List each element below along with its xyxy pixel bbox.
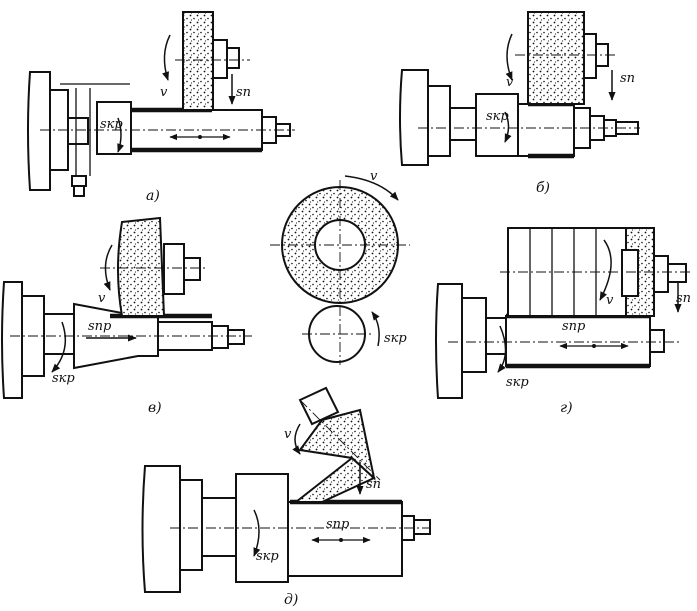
scheme-a-v-arrow xyxy=(162,34,171,81)
scheme-b-workpiece xyxy=(517,103,575,157)
scheme-v-chuck xyxy=(43,313,75,355)
scheme-v-skr-arrow xyxy=(51,321,67,373)
scheme-b-v-arrow xyxy=(505,33,513,81)
scheme-v-label-snr: sпр xyxy=(88,319,112,334)
scheme-g: v sп sпр sкр г) xyxy=(435,227,691,416)
caption-a: а) xyxy=(146,188,160,204)
scheme-a-gear-lower xyxy=(71,175,87,187)
scheme-b-label-sn: sп xyxy=(620,71,635,86)
scheme-d-label-v: v xyxy=(284,427,292,442)
center-label-v: v xyxy=(370,169,378,184)
scheme-d-faceplate xyxy=(179,479,203,571)
scheme-d-label-sn: sп xyxy=(366,477,381,492)
caption-b: б) xyxy=(536,180,550,196)
scheme-b: v sп sкр б) xyxy=(399,11,640,196)
scheme-d-workpiece xyxy=(287,501,403,577)
scheme-b-faceplate xyxy=(427,85,451,157)
scheme-a-label-skr: sкр xyxy=(100,117,123,132)
scheme-b-headstock-wall xyxy=(399,69,429,166)
scheme-v-headstock-wall xyxy=(1,281,23,399)
scheme-b-grinding-wheel xyxy=(527,11,585,105)
scheme-v-grinding-wheel xyxy=(117,216,166,317)
scheme-a-headstock-wall xyxy=(27,71,51,191)
scheme-a-chuck xyxy=(96,101,132,155)
caption-g: г) xyxy=(560,400,573,416)
scheme-g-headstock-wall xyxy=(435,283,463,399)
scheme-v-v-arrow xyxy=(103,244,113,291)
scheme-g-label-skr: sкр xyxy=(506,375,529,390)
scheme-v-label-skr: sкр xyxy=(52,371,75,386)
scheme-d-label-skr: sкр xyxy=(256,549,279,564)
center-skr-arrow xyxy=(371,311,380,347)
scheme-v-label-v: v xyxy=(98,291,106,306)
scheme-v: v sпр sкр в) xyxy=(1,216,252,416)
scheme-g-skr-arrow xyxy=(497,325,507,373)
scheme-d-v-arrow xyxy=(292,423,301,455)
scheme-d-label-snr: sпр xyxy=(326,517,350,532)
scheme-a: v sп sкр а) xyxy=(27,11,295,204)
scheme-b-chuck xyxy=(475,93,519,157)
scheme-b-label-skr: sкр xyxy=(486,109,509,124)
scheme-a-spindle xyxy=(67,117,89,145)
caption-v: в) xyxy=(148,400,162,416)
scheme-a-label-sn: sп xyxy=(236,85,251,100)
scheme-g-v-arrow xyxy=(599,239,612,301)
center-scheme: v sкр xyxy=(270,169,410,365)
scheme-a-grinding-wheel xyxy=(182,11,214,111)
scheme-d-headstock-wall xyxy=(141,465,181,593)
center-label-skr: sкр xyxy=(384,331,407,346)
scheme-g-faceplate xyxy=(461,297,487,373)
scheme-g-label-sn: sп xyxy=(676,291,691,306)
scheme-d-skr-arrow xyxy=(253,509,261,557)
center-v-arrow xyxy=(344,175,399,201)
caption-d: д) xyxy=(284,592,298,608)
scheme-a-label-v: v xyxy=(160,85,168,100)
center-wheel-bore xyxy=(314,219,366,271)
scheme-d: v sп sпр sкр д) xyxy=(141,386,431,608)
scheme-g-label-v: v xyxy=(606,293,614,308)
scheme-g-label-snr: sпр xyxy=(562,319,586,334)
scheme-b-label-v: v xyxy=(506,75,514,90)
